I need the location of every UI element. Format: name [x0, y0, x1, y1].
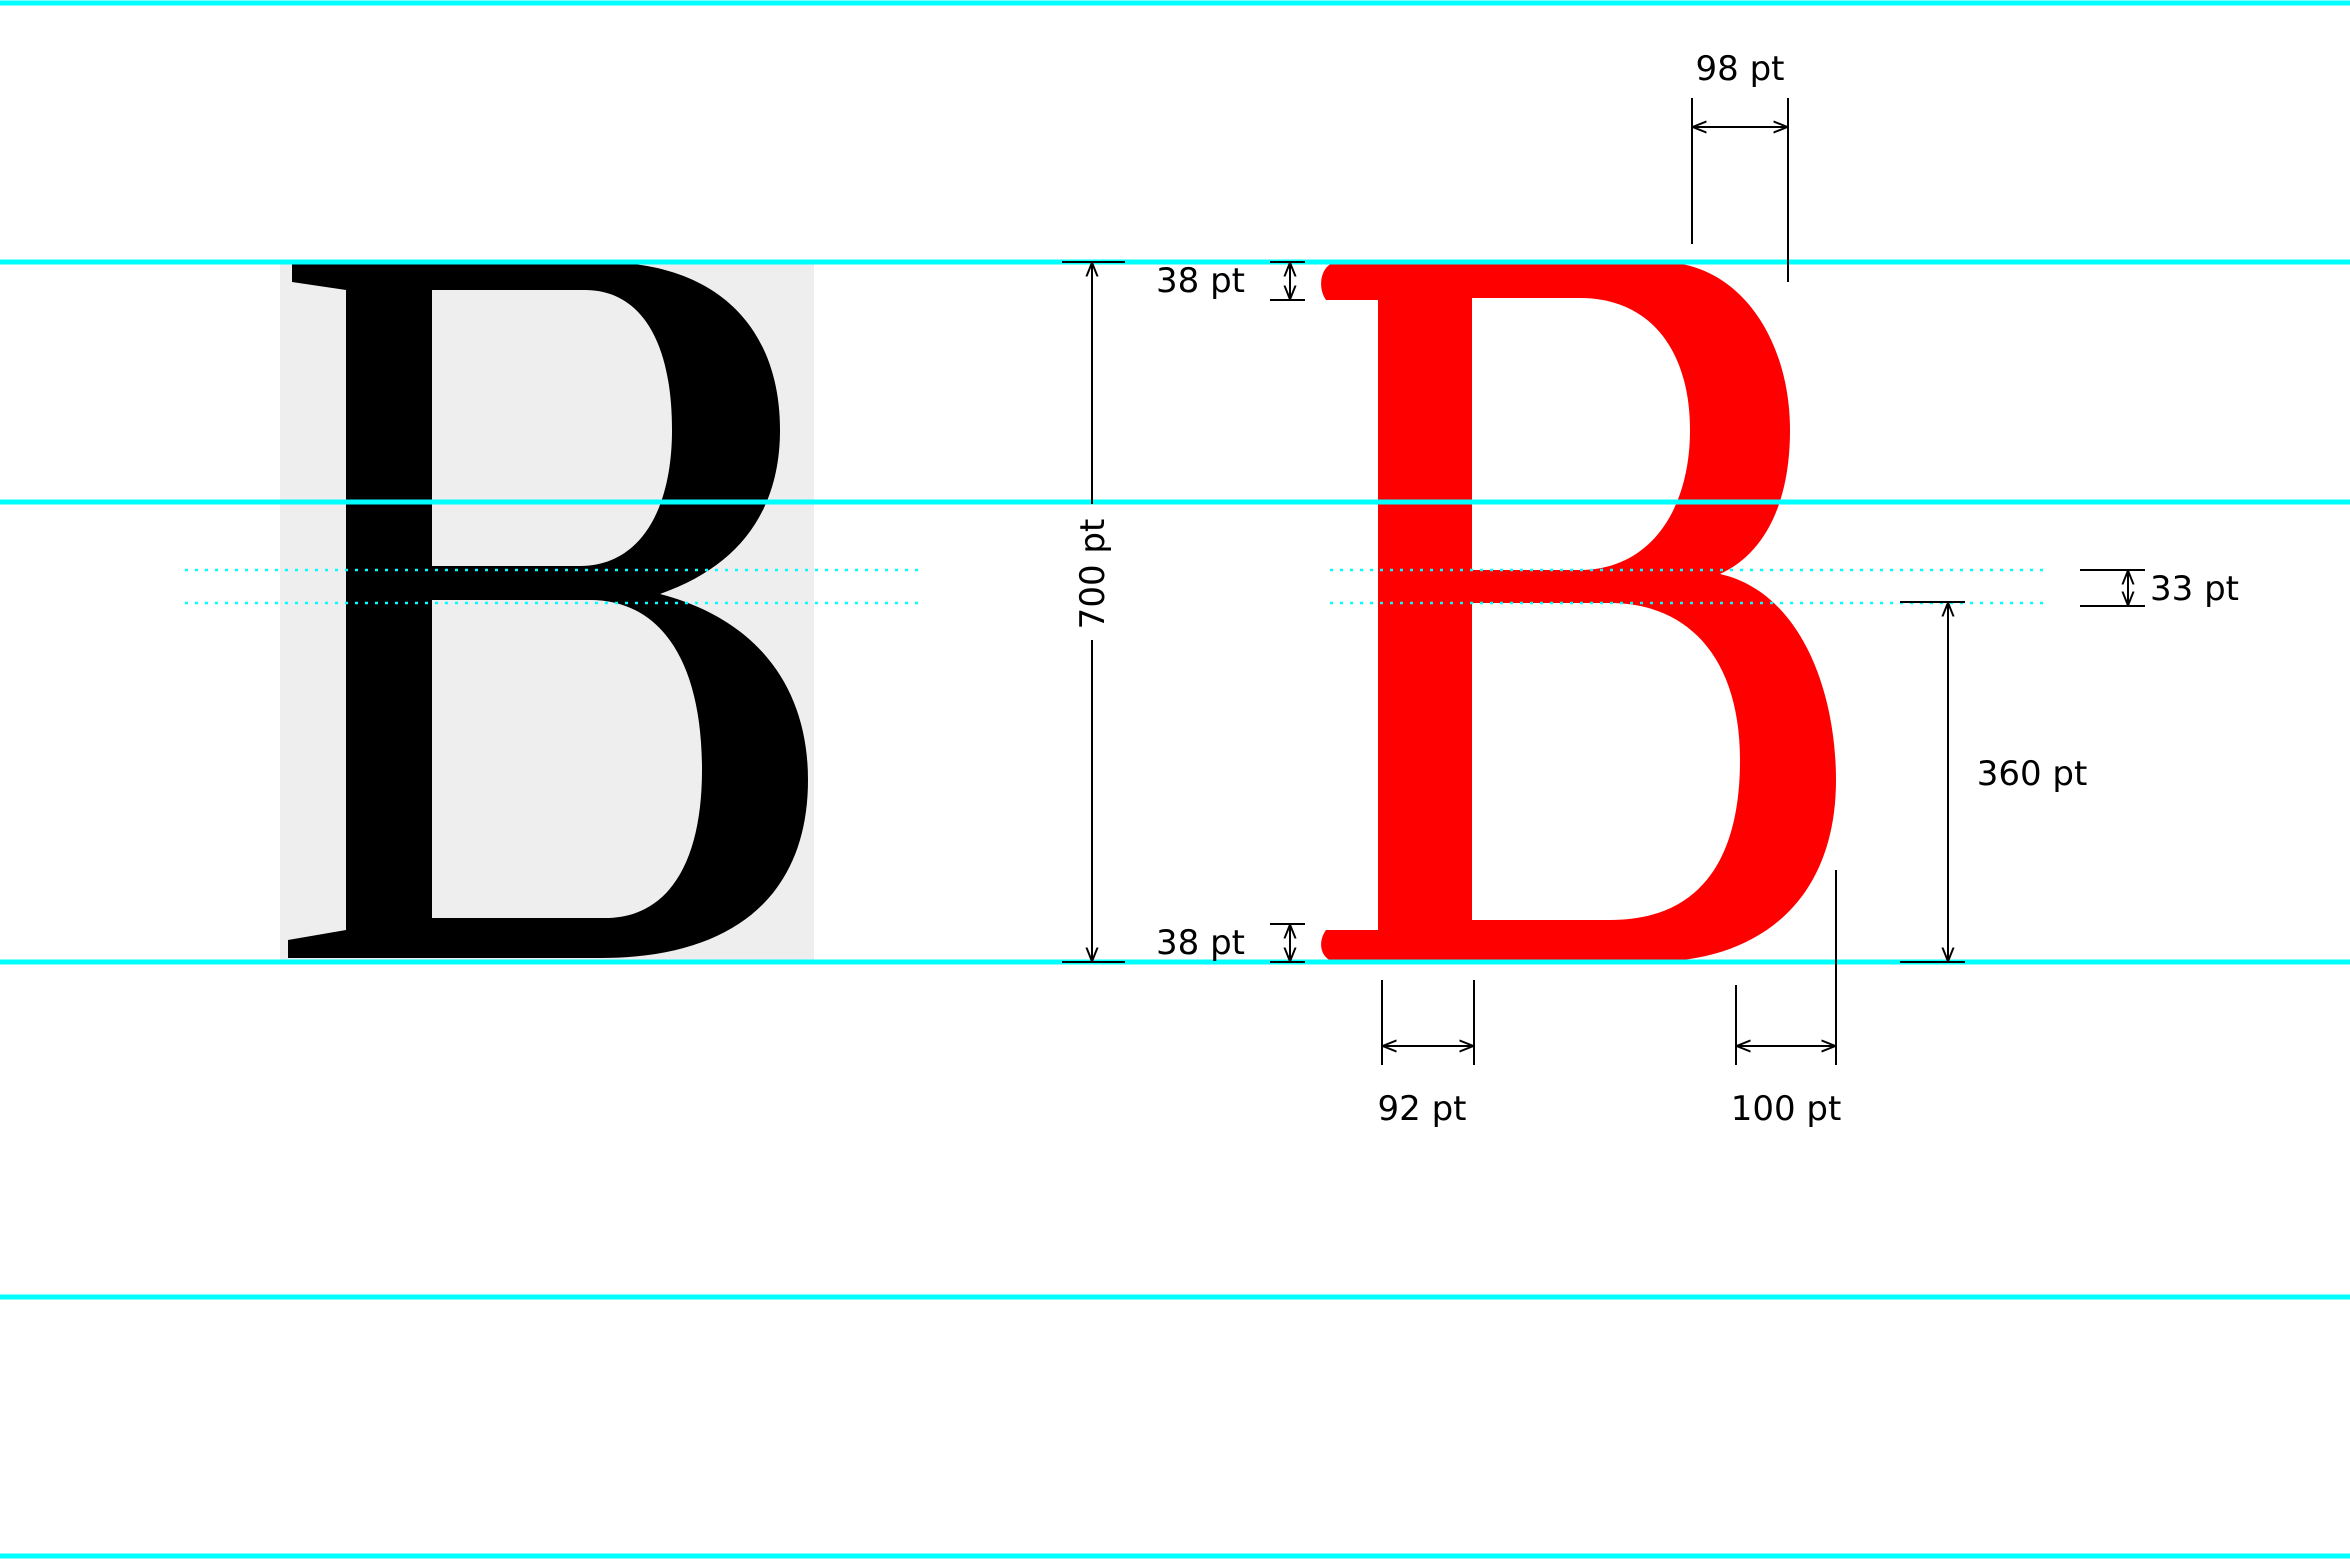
dim-label-cap-height: 700 pt — [1073, 519, 1113, 630]
dimension-top-serif: 38 pt — [1156, 261, 1305, 301]
dim-label-lower-bowl-stroke: 100 pt — [1731, 1089, 1842, 1129]
dimension-crossbar-gap: 33 pt — [2080, 569, 2239, 609]
reference-scan — [280, 260, 814, 962]
dimension-lower-bowl-height: 360 pt — [1900, 601, 2088, 963]
dim-label-stem-width: 92 pt — [1378, 1089, 1467, 1129]
dimension-lower-bowl-stroke: 100 pt — [1731, 870, 1842, 1129]
constructed-glyph-b — [1321, 262, 1836, 962]
dimension-upper-bowl-stroke: 98 pt — [1691, 49, 1789, 282]
scan-glyph-b — [288, 262, 808, 958]
dim-label-crossbar-gap: 33 pt — [2150, 569, 2239, 609]
dim-label-bottom-serif: 38 pt — [1156, 923, 1245, 963]
dimension-bottom-serif: 38 pt — [1156, 923, 1305, 963]
dimension-cap-height: 700 pt — [1062, 261, 1125, 963]
dim-label-upper-bowl-stroke: 98 pt — [1696, 49, 1785, 89]
dim-label-top-serif: 38 pt — [1156, 261, 1245, 301]
dimension-stem-width: 92 pt — [1378, 980, 1475, 1129]
dimension-annotations: 98 pt 38 pt 700 pt 33 pt — [1062, 49, 2239, 1129]
dim-label-lower-bowl-height: 360 pt — [1977, 754, 2088, 794]
